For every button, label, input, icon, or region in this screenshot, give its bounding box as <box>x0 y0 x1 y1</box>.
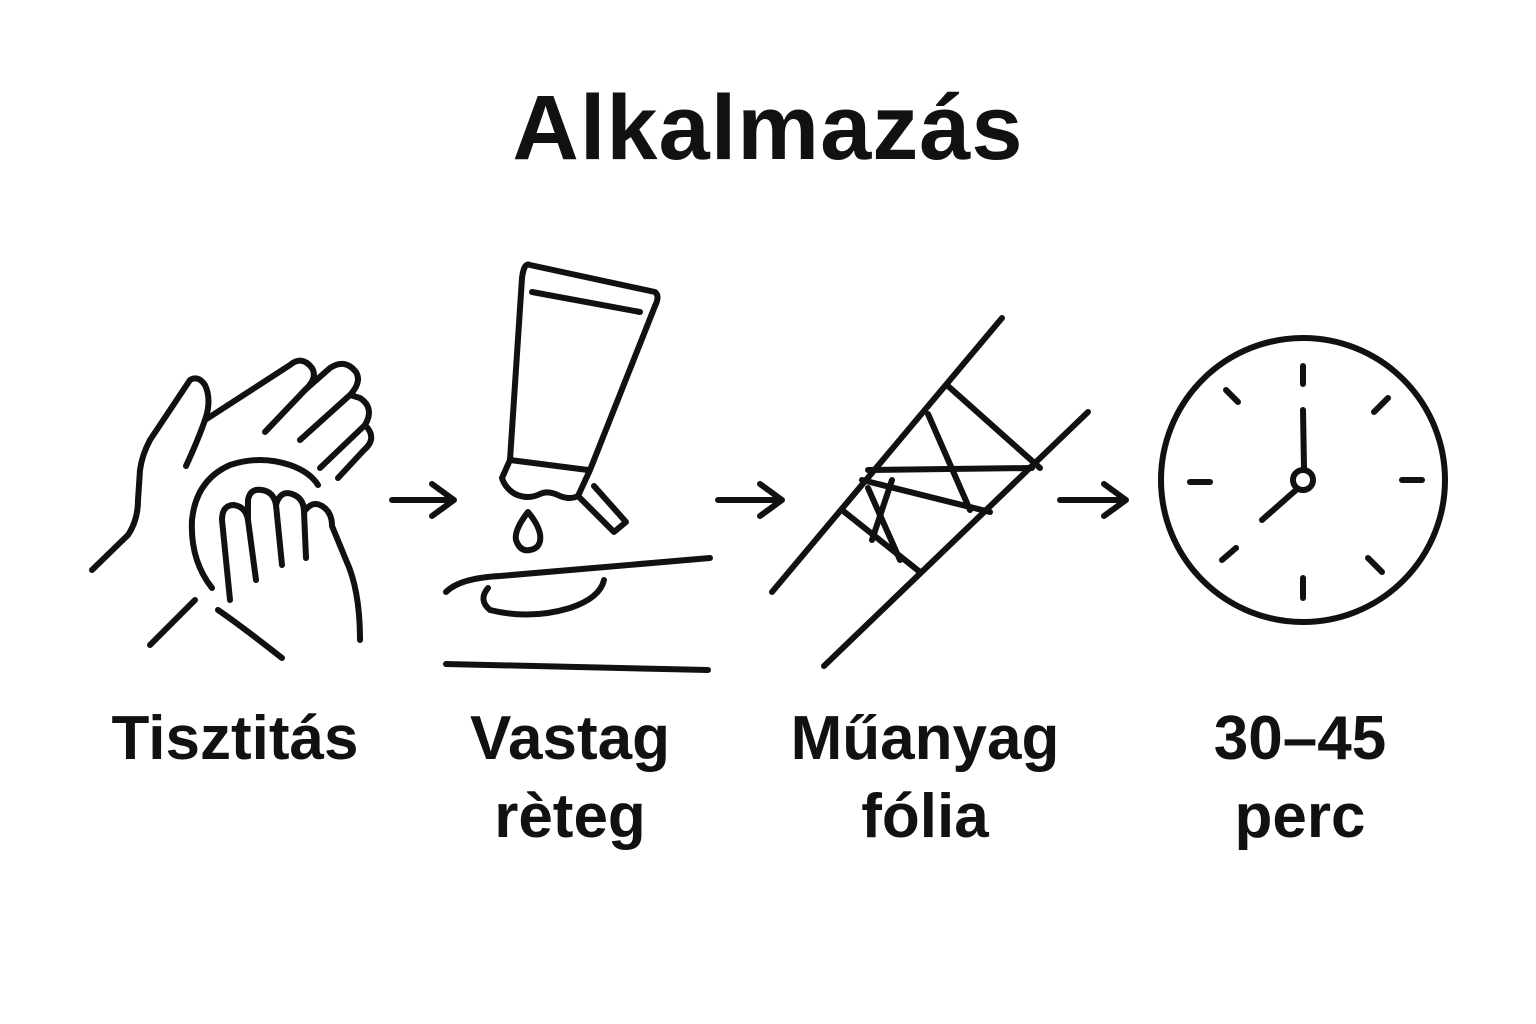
step-label-thick-layer: Vastag rèteg <box>470 704 670 851</box>
hands-washing-icon <box>89 357 375 661</box>
arrow-right-icon <box>389 481 457 519</box>
clock-icon <box>1158 335 1448 625</box>
arrow-right-icon <box>1057 481 1129 519</box>
step-label-cleaning: Tisztitás <box>111 704 359 773</box>
plastic-wrap-icon <box>769 315 1091 669</box>
steps-icons <box>89 261 1448 673</box>
cream-tube-icon <box>443 261 713 673</box>
arrow-right-icon <box>715 481 785 519</box>
step-label-duration: 30–45 perc <box>1213 704 1387 851</box>
step-label-plastic-wrap: Műanyag fólia <box>790 704 1060 851</box>
diagram-title: Alkalmazás <box>512 77 1024 179</box>
